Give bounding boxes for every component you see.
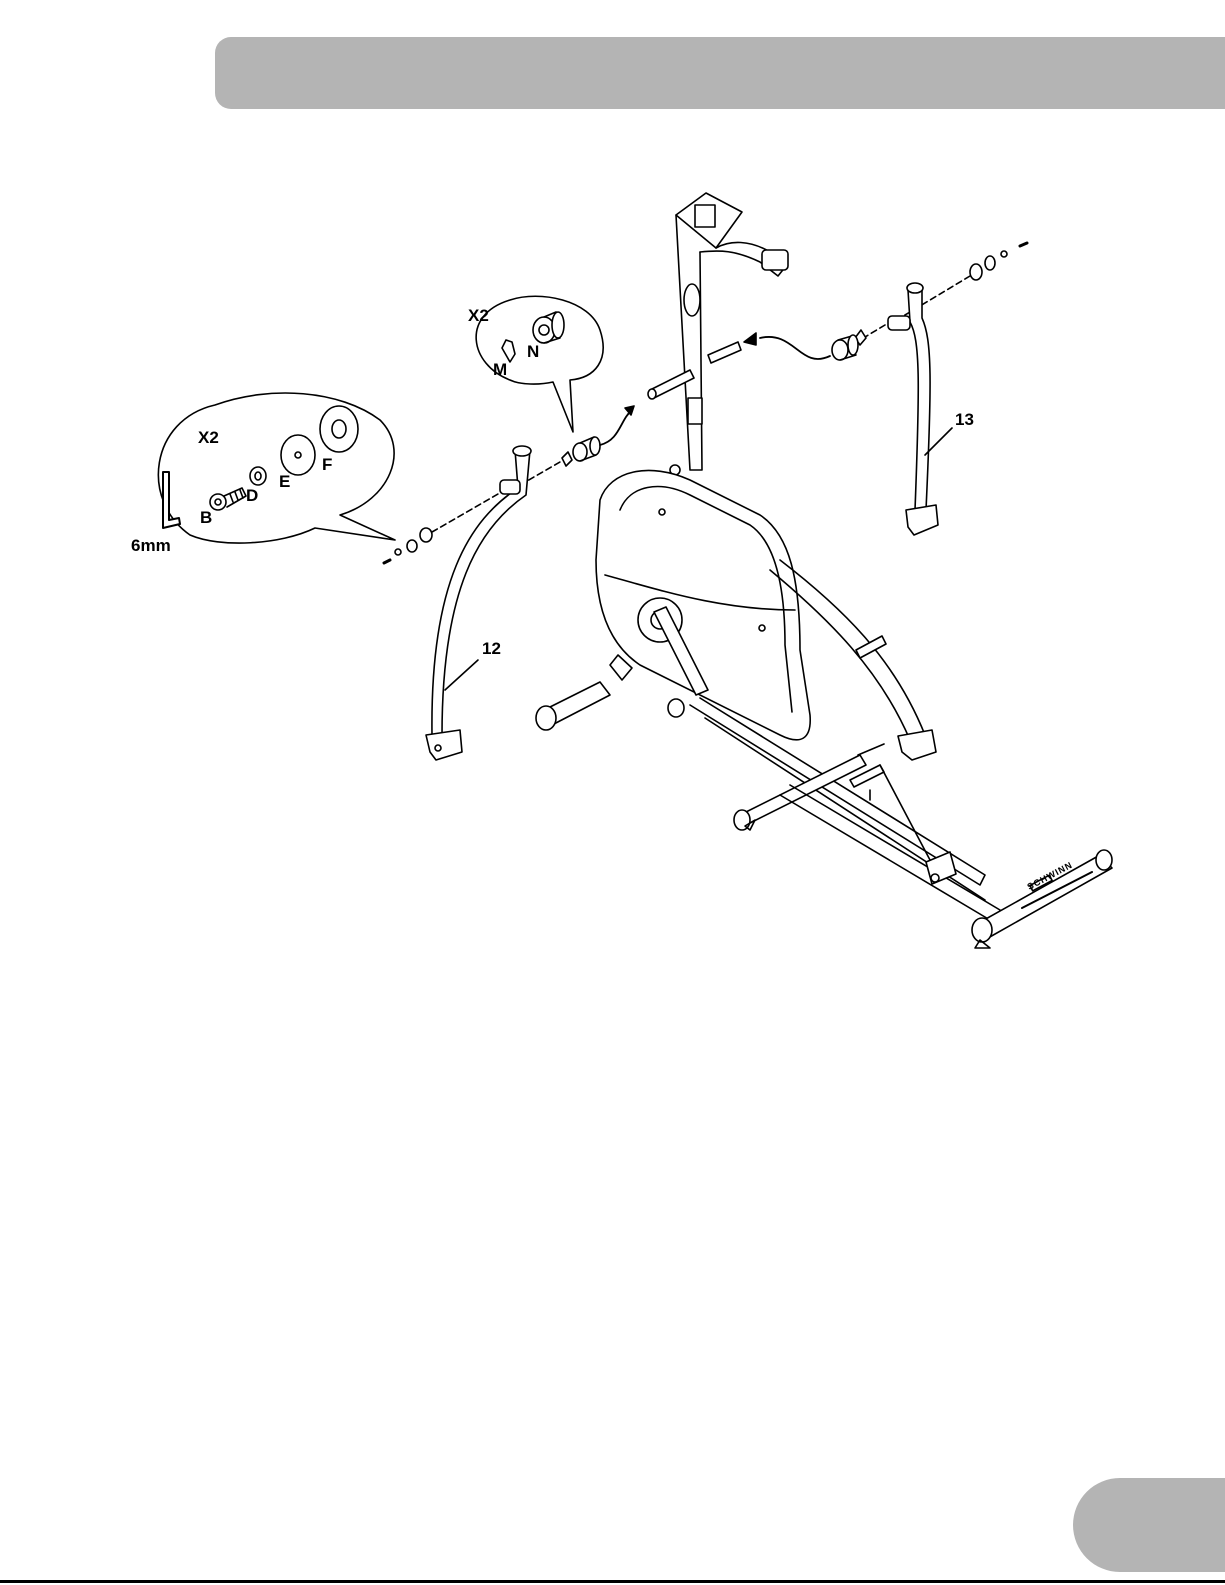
upright-mast xyxy=(670,193,788,475)
leader-line-12 xyxy=(445,660,478,690)
base-frame xyxy=(536,682,1112,948)
large-washer-label: F xyxy=(322,456,332,473)
right-arm-number: 13 xyxy=(955,411,974,428)
lock-washer-label: D xyxy=(246,487,258,504)
bushing-label: N xyxy=(527,343,539,360)
left-arm-number: 12 xyxy=(482,640,501,657)
qty-bolts-label: X2 xyxy=(198,429,219,446)
large-washer-icon xyxy=(320,406,358,452)
hex-key-size-label: 6mm xyxy=(131,537,171,554)
bottom-rule xyxy=(0,1580,1225,1583)
hardware-callout-bubble xyxy=(158,393,395,543)
flat-washer-icon xyxy=(281,435,315,475)
bolt-label: B xyxy=(200,509,212,526)
left-arm-12 xyxy=(426,446,531,760)
right-arm-13 xyxy=(888,283,938,535)
lock-washer-icon xyxy=(250,467,266,485)
qty-bushing-label: X2 xyxy=(468,307,489,324)
page-number-tab xyxy=(1073,1478,1225,1572)
clip-label: M xyxy=(493,361,507,378)
flat-washer-label: E xyxy=(279,473,290,490)
